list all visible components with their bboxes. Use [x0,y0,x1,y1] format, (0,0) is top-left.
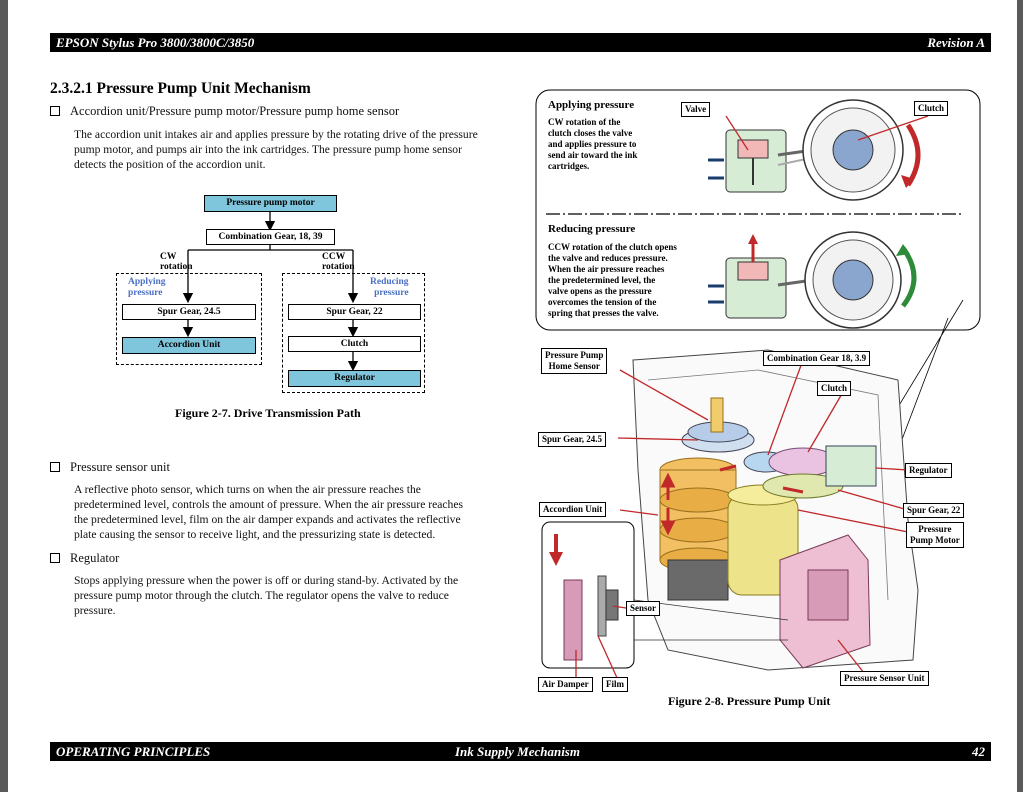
header-revision: Revision A [927,35,985,50]
item-regulator: Regulator [50,551,119,566]
callout-film: Film [602,677,628,692]
figure-2-8-illustration [535,89,981,681]
callout-combination-gear: Combination Gear 18, 3.9 [763,351,871,366]
para-line: plate causing the sensor to receive ligh… [74,528,436,541]
box-clutch: Clutch [288,336,421,352]
label-ccw-rotation: CCW rotation [322,252,355,272]
callout-clutch-top: Clutch [914,101,949,116]
para-line: pressure. [74,604,116,617]
item-pressure-sensor-text: A reflective photo sensor, which turns o… [74,482,524,542]
para-line: pump motor, and pumps air into the ink c… [74,143,462,156]
dashed-group-applying [116,273,262,365]
air-damper-inset [549,534,619,661]
accordion-unit-shape [659,457,737,601]
box-accordion-unit: Accordion Unit [122,337,256,354]
box-pressure-pump-motor: Pressure pump motor [204,195,337,212]
para-line: A reflective photo sensor, which turns o… [74,483,421,496]
callout-air-damper: Air Damper [538,677,593,692]
item-heading: Pressure sensor unit [70,460,170,474]
para-line: pressure pump motor through the clutch. … [74,589,449,602]
callout-regulator: Regulator [905,463,952,478]
dashed-group-reducing [282,273,425,393]
callout-accordion-unit: Accordion Unit [539,502,607,517]
item-accordion-text: The accordion unit intakes air and appli… [74,127,524,172]
header-title: EPSON Stylus Pro 3800/3800C/3850 [56,35,255,50]
callout-sensor: Sensor [626,601,661,616]
section-title: 2.3.2.1 Pressure Pump Unit Mechanism [50,80,311,97]
box-regulator: Regulator [288,370,421,387]
item-pressure-sensor: Pressure sensor unit [50,460,170,475]
figure-2-8-caption: Figure 2-8. Pressure Pump Unit [668,694,831,708]
para-line: Stops applying pressure when the power i… [74,574,459,587]
box-combination-gear: Combination Gear, 18, 39 [206,229,335,245]
footer-chapter: OPERATING PRINCIPLES [56,744,211,759]
box-spur-gear-22: Spur Gear, 22 [288,304,421,320]
callout-spur-gear-245: Spur Gear, 24.5 [538,432,607,447]
footer-page-number: 42 [972,744,985,759]
para-line: detects the position of the accordion un… [74,158,266,171]
para-line: the predetermined level, film on the air… [74,513,461,526]
header-bar: EPSON Stylus Pro 3800/3800C/3850 Revisio… [50,33,991,52]
pressure-sensor-shape [779,534,871,669]
callout-valve: Valve [681,102,711,117]
item-heading: Accordion unit/Pressure pump motor/Press… [70,104,400,118]
item-regulator-text: Stops applying pressure when the power i… [74,573,524,618]
bullet-square-icon [50,106,60,116]
label-cw-rotation: CW rotation [160,252,193,272]
valve-mechanism-bottom [708,234,849,319]
reducing-pressure-title: Reducing pressure [548,223,636,235]
diagram-connectors [182,211,359,372]
footer-section: Ink Supply Mechanism [455,744,580,759]
box-spur-gear-245: Spur Gear, 24.5 [122,304,256,320]
figure-2-7-caption: Figure 2-7. Drive Transmission Path [175,406,361,420]
applying-pressure-title: Applying pressure [548,99,635,111]
manual-page: EPSON Stylus Pro 3800/3800C/3850 Revisio… [8,0,1017,792]
para-line: predetermined level, controls the amount… [74,498,463,511]
bullet-square-icon [50,553,60,563]
footer-bar: OPERATING PRINCIPLES Ink Supply Mechanis… [50,742,991,761]
callout-spur-gear-22: Spur Gear, 22 [903,503,965,518]
para-line: The accordion unit intakes air and appli… [74,128,478,141]
bullet-square-icon [50,462,60,472]
callout-pressure-sensor-unit: Pressure Sensor Unit [840,671,929,686]
item-heading: Regulator [70,551,120,565]
callout-clutch: Clutch [817,381,852,396]
item-accordion: Accordion unit/Pressure pump motor/Press… [50,104,399,119]
